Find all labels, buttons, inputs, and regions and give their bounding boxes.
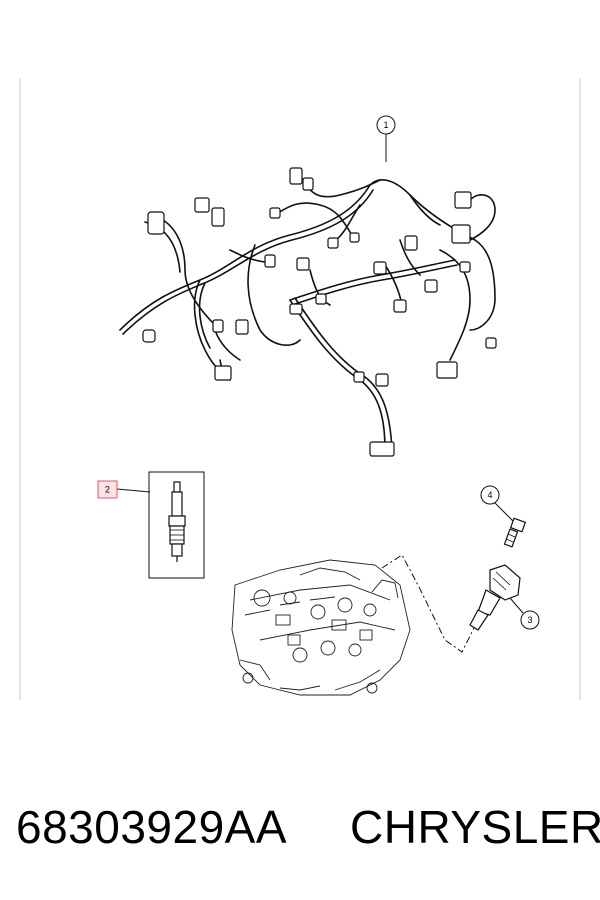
callout-2[interactable]: 2 (97, 480, 151, 499)
frame-marks (19, 78, 581, 700)
callout-3-label: 3 (527, 615, 532, 625)
callout-1[interactable]: 1 (376, 115, 396, 162)
callout-4-label: 4 (487, 490, 492, 500)
bolt-drawing (503, 517, 527, 548)
wiring-harness-drawing (119, 174, 496, 451)
callout-2-label: 2 (105, 485, 110, 495)
part-number: 68303929AA (16, 801, 288, 853)
callout-3[interactable]: 3 (509, 597, 540, 630)
parts-diagram: 1 2 (19, 78, 581, 700)
brand-name: CHRYSLER (350, 801, 600, 853)
harness-connectors (142, 167, 497, 457)
callout-4[interactable]: 4 (480, 485, 514, 522)
callout-1-label: 1 (383, 120, 388, 130)
coil-leader-line (381, 554, 483, 653)
spark-plug-drawing (148, 471, 205, 579)
ignition-coil-drawing (469, 564, 521, 631)
engine-block-drawing (231, 559, 411, 696)
